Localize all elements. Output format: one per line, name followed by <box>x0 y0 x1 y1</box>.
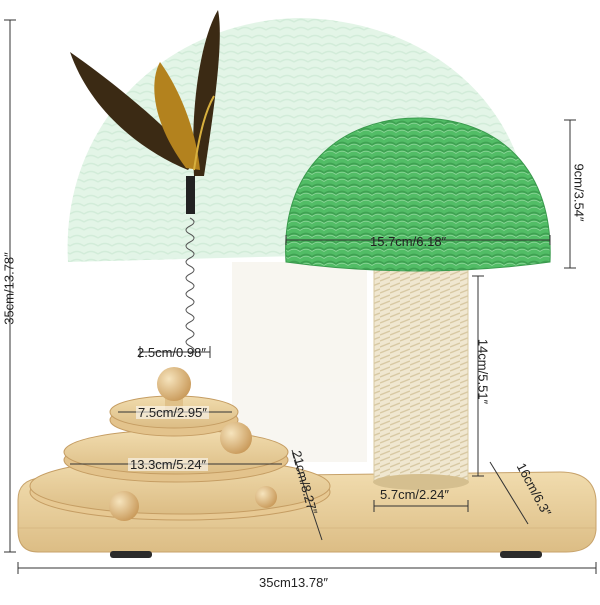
tier-bottom-label: 13.3cm/5.24″ <box>128 457 209 472</box>
cap-height-label: 9cm/3.54″ <box>571 163 587 222</box>
toy-ball-top <box>157 367 191 401</box>
post-width-label: 5.7cm/2.24″ <box>380 487 449 502</box>
feather-left <box>70 52 196 170</box>
feather-accent <box>154 62 200 170</box>
green-mushroom-cap <box>285 117 551 272</box>
toy-ball-bottom <box>109 491 139 521</box>
ghost-post <box>232 262 367 462</box>
ball-size-label: 2.5cm/0.98″ <box>137 345 206 360</box>
tier-top-label: 7.5cm/2.95″ <box>136 405 209 420</box>
sisal-post <box>373 267 469 490</box>
base-foot-right <box>500 551 542 558</box>
base-foot-left <box>110 551 152 558</box>
total-width-label: 35cm13.78″ <box>259 575 328 590</box>
total-height-label: 35cm/13.78″ <box>1 252 17 325</box>
post-height-label: 14cm/5.51″ <box>475 338 491 405</box>
cap-width-label: 15.7cm/6.18″ <box>370 234 447 249</box>
toy-ball-bottom-2 <box>255 486 277 508</box>
toy-ball-middle <box>220 422 252 454</box>
feather-wand <box>70 10 220 355</box>
